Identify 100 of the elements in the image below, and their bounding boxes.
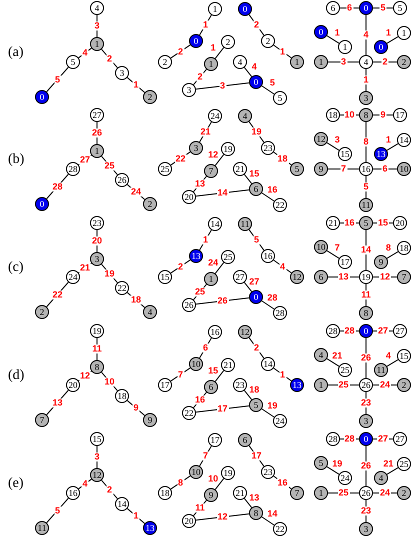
edge-label: 8 (177, 478, 184, 487)
graph-node: 4 (90, 1, 104, 15)
panel-label: (e) (8, 476, 24, 492)
graph-node: 27 (393, 432, 407, 446)
connector-line (214, 47, 224, 59)
connector-line (214, 154, 224, 166)
graph-node: 23 (261, 141, 275, 155)
connector-line (244, 282, 252, 292)
connector-line (248, 121, 264, 143)
graph-node: 21 (326, 216, 340, 230)
edge-label: 25 (338, 488, 350, 498)
graph-node: 23 (90, 216, 104, 230)
graph-node: 8 (359, 306, 373, 320)
graph-node: 2 (143, 197, 157, 211)
graph-node: 2 (397, 378, 411, 392)
connector-line (326, 358, 340, 367)
edge-label: 5 (54, 506, 61, 515)
graph-node: 24 (273, 414, 287, 428)
edge-label: 18 (130, 296, 142, 304)
graph-node: 10 (189, 357, 203, 371)
connector-line (386, 36, 399, 44)
graph-node: 1 (397, 26, 411, 40)
graph-node: 1 (290, 55, 304, 69)
edge-label: 28 (344, 434, 356, 444)
graph-node: 6 (238, 433, 252, 447)
graph-node: 14 (115, 497, 129, 511)
edge-label: 2 (253, 20, 260, 30)
edge-label: 1 (384, 28, 392, 38)
graph-node: 22 (115, 281, 129, 295)
edge-label: 16 (276, 478, 288, 487)
graph-node: 6 (249, 182, 263, 196)
graph-node: 25 (221, 250, 235, 264)
graph-node: 12 (238, 325, 252, 339)
graph-node: 2 (143, 90, 157, 104)
graph-node: 19 (221, 466, 235, 480)
graph-node: 0 (35, 90, 49, 104)
graph-node: 3 (359, 522, 373, 536)
edge-label: 15 (207, 366, 220, 376)
graph-node: 3 (182, 83, 196, 97)
connector-line (244, 498, 252, 508)
edge-label: 2 (177, 47, 184, 56)
panel-label: (d) (8, 368, 24, 384)
graph-node: 22 (273, 522, 287, 536)
edge-label: 12 (216, 512, 228, 522)
graph-node: 1 (90, 37, 104, 51)
graph-node: 4 (359, 55, 373, 69)
graph-node: 13 (290, 378, 304, 392)
graph-node: 2 (397, 486, 411, 500)
edge-label: 11 (360, 290, 372, 300)
connector-line (195, 82, 250, 90)
edge-label: 1 (279, 370, 286, 379)
edge-label: 25 (338, 380, 350, 390)
connector-line (386, 251, 399, 259)
graph-node: 5 (249, 398, 263, 412)
graph-node: 18 (397, 241, 411, 255)
graph-node: 26 (359, 486, 373, 500)
graph-node: 0 (35, 197, 49, 211)
edge-label: 3 (219, 82, 226, 90)
edge-label: 1 (334, 28, 341, 38)
graph-node: 19 (359, 270, 373, 284)
graph-node: 20 (182, 190, 196, 204)
graph-node: 3 (115, 66, 129, 80)
connector-line (328, 276, 360, 278)
edge-label: 21 (79, 264, 91, 272)
edge-label: 28 (344, 326, 356, 336)
connector-line (248, 445, 264, 467)
edge-label: 16 (194, 396, 206, 404)
edge-label: 7 (177, 370, 184, 379)
edge-label: 23 (360, 506, 372, 516)
edge-label: 10 (104, 377, 116, 386)
edge-label: 2 (177, 262, 184, 271)
edge-label: 6 (202, 344, 209, 352)
edge-label: 19 (331, 459, 344, 468)
panel-label: (c) (8, 260, 24, 276)
connector-line (214, 370, 224, 382)
graph-node: 1 (208, 2, 222, 16)
graph-node: 21 (233, 162, 247, 176)
edge-label: 26 (360, 354, 372, 362)
graph-node: 8 (359, 108, 373, 122)
graph-node: 21 (221, 358, 235, 372)
edge-label: 11 (91, 344, 103, 354)
edge-label: 27 (377, 434, 389, 444)
edge-label: 13 (338, 272, 350, 282)
edge-label: 21 (331, 351, 344, 360)
graph-node: 12 (290, 270, 304, 284)
connector-line (244, 174, 252, 184)
graph-node: 11 (35, 521, 49, 535)
edge-label: 24 (379, 380, 391, 390)
connector-line (195, 405, 250, 413)
edge-label: 21 (382, 460, 394, 469)
graph-node: 3 (189, 141, 203, 155)
graph-node: 3 (359, 91, 373, 105)
graph-node: 5 (290, 162, 304, 176)
edge-label: 9 (132, 404, 140, 412)
graph-node: 24 (208, 109, 222, 123)
edge-label: 5 (54, 75, 61, 84)
edge-label: 12 (79, 372, 91, 380)
graph-node: 7 (35, 413, 49, 427)
connector-line (195, 513, 250, 521)
graph-node: 0 (238, 2, 252, 16)
